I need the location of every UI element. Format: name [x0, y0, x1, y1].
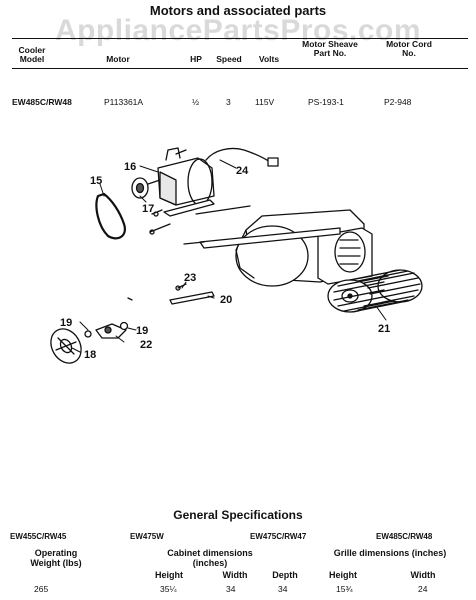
callout-17: 17 — [142, 203, 154, 215]
motor-cord — [205, 147, 279, 167]
header-motor: Motor — [106, 54, 130, 64]
callout-18: 18 — [84, 349, 96, 361]
header-grille-dimensions: Grille dimensions (inches) — [333, 548, 447, 558]
motor-mount-bracket — [149, 199, 251, 235]
value-cabinet-width: 34 — [226, 584, 236, 594]
page-title: Motors and associated parts — [149, 3, 327, 18]
header-grille-height: Height — [329, 570, 357, 580]
bearing-bracket — [84, 321, 129, 339]
value-cabinet-height: 35¼ — [160, 584, 177, 594]
belt — [95, 192, 126, 240]
header-cabinet-depth: Depth — [272, 570, 298, 580]
value-operating-weight: 265 — [34, 584, 49, 594]
header-motor-cord: Motor Cord No. — [386, 39, 432, 58]
row-motor: P113361A — [104, 97, 144, 107]
callout-16: 16 — [124, 161, 136, 173]
value-cabinet-depth: 34 — [278, 584, 288, 594]
row-motor-sheave: PS-193-1 — [308, 97, 344, 107]
header-cabinet-width: Width — [222, 570, 248, 580]
row-volts: 115V — [255, 97, 275, 107]
value-grille-width: 24 — [418, 584, 428, 594]
watermark: AppliancePartsPros.com — [54, 14, 422, 47]
blower-wheel — [327, 269, 423, 313]
spec-model-4: EW485C/RW48 — [376, 532, 433, 541]
exploded-parts-diagram: 16 24 15 17 23 20 19 19 22 18 21 — [50, 147, 423, 364]
callout-leaders — [71, 159, 387, 353]
header-cabinet-dimensions: Cabinet dimensions (inches) — [167, 548, 253, 568]
header-grille-width: Width — [410, 570, 436, 580]
blower-housing — [183, 209, 373, 287]
header-cooler-model: Cooler Model — [18, 45, 46, 64]
callout-22: 22 — [140, 339, 152, 351]
callout-15: 15 — [90, 175, 102, 187]
callout-20: 20 — [220, 294, 232, 306]
callout-23: 23 — [184, 272, 196, 284]
spec-model-1: EW455C/RW45 — [10, 532, 67, 541]
header-motor-sheave: Motor Sheave Part No. — [302, 39, 358, 58]
table-top-rule — [12, 38, 468, 39]
spec-model-2: EW475W — [130, 532, 164, 541]
row-motor-cord: P2-948 — [384, 97, 412, 107]
value-grille-height: 15¾ — [336, 584, 353, 594]
shaft — [127, 283, 215, 305]
header-cabinet-height: Height — [155, 570, 183, 580]
callout-19-right: 19 — [136, 325, 148, 337]
motor-sheave — [131, 177, 149, 199]
header-hp: HP — [190, 54, 202, 64]
callout-24: 24 — [236, 165, 249, 177]
callout-19-left: 19 — [60, 317, 72, 329]
header-speed: Speed — [216, 54, 242, 64]
header-volts: Volts — [258, 54, 280, 64]
callout-21: 21 — [378, 323, 390, 335]
row-hp: ½ — [192, 97, 200, 107]
row-cooler-model: EW485C/RW48 — [12, 97, 72, 107]
specs-title: General Specifications — [173, 508, 303, 522]
motor — [147, 147, 215, 206]
blower-sheave — [50, 328, 82, 364]
table-header-rule — [12, 68, 468, 69]
spec-model-3: EW475C/RW47 — [250, 532, 307, 541]
header-operating-weight: Operating Weight (lbs) — [30, 548, 82, 568]
row-speed: 3 — [226, 97, 231, 107]
